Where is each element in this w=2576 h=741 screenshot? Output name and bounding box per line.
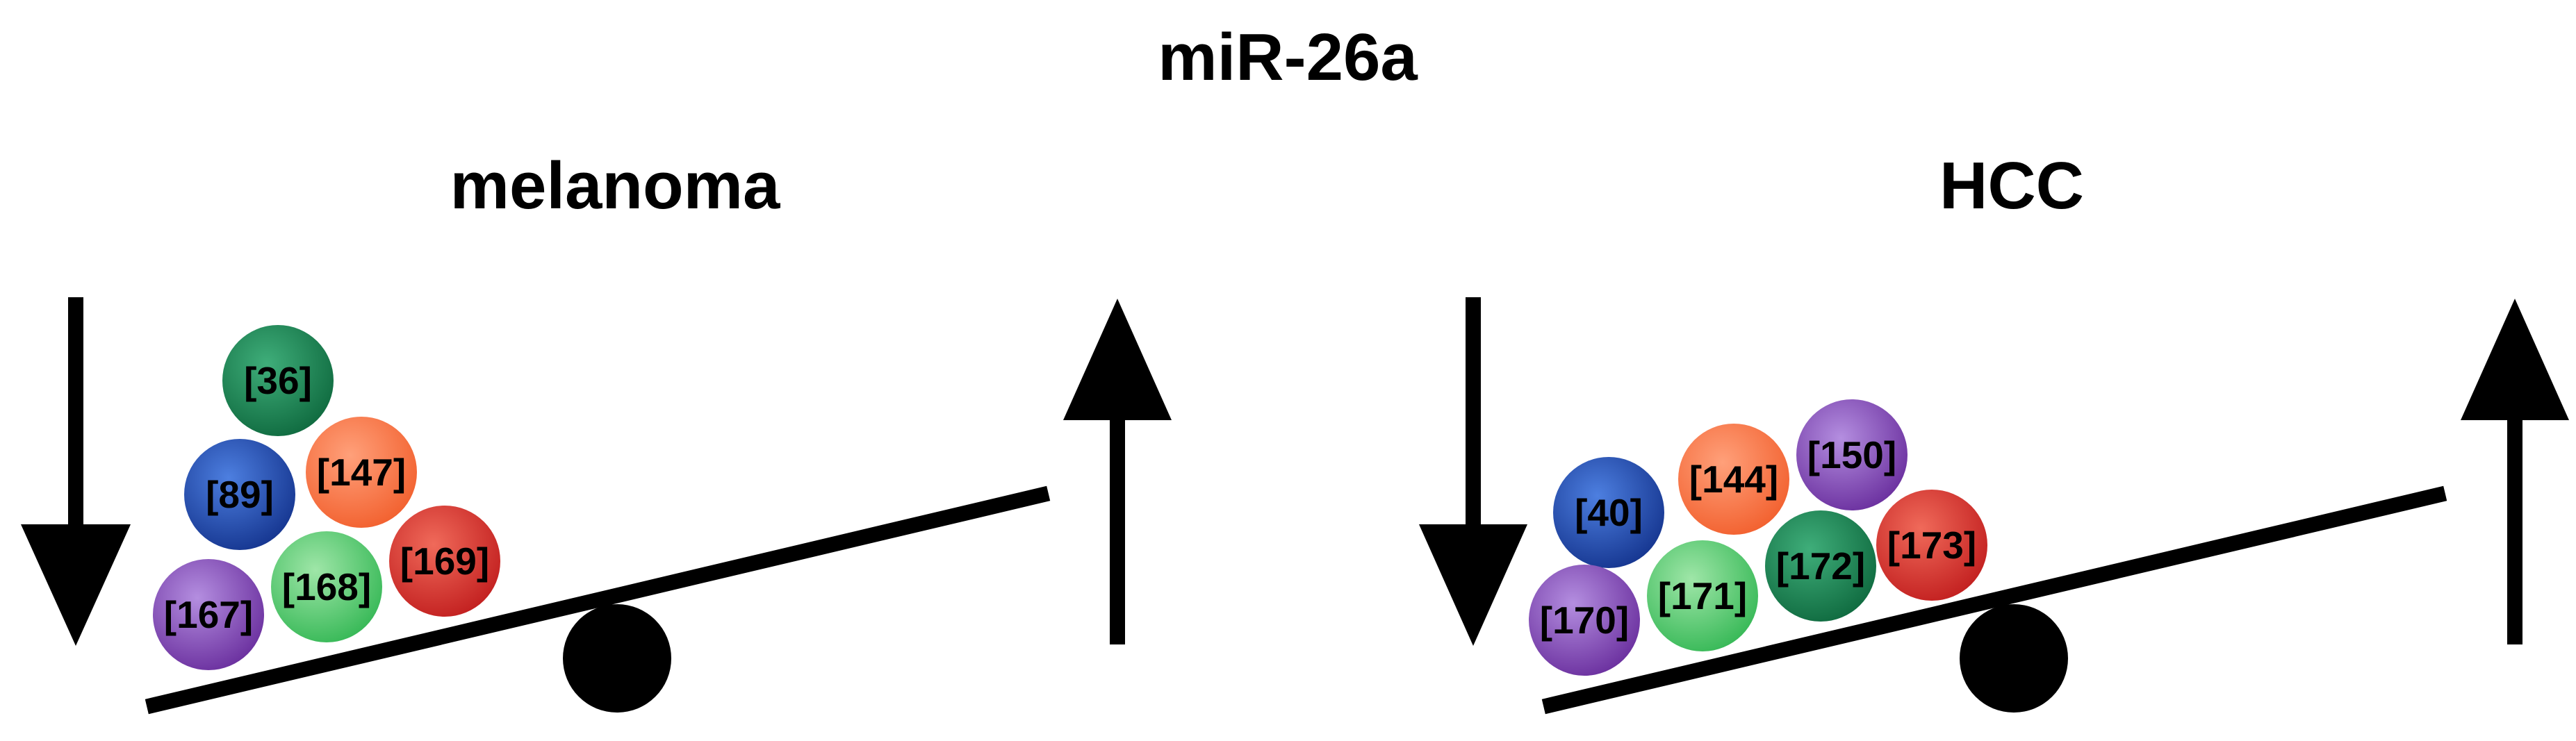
ball-circle	[1553, 457, 1664, 568]
reference-ball: [168]	[271, 531, 382, 642]
ball-label: [36]	[244, 359, 312, 402]
fulcrum	[563, 604, 671, 713]
ball-label: [40]	[1575, 491, 1643, 534]
down-arrow-icon	[1419, 297, 1527, 646]
ball-circle	[1647, 540, 1758, 651]
ball-label: [171]	[1658, 574, 1747, 617]
down-arrow-icon	[21, 297, 131, 646]
ball-circle	[389, 506, 500, 617]
ball-label: [147]	[317, 451, 406, 494]
ball-circle	[1765, 510, 1876, 622]
panel-title-hcc: HCC	[1939, 149, 2084, 223]
ball-label: [170]	[1540, 599, 1629, 642]
reference-ball: [173]	[1876, 490, 1987, 601]
ball-circle	[271, 531, 382, 642]
panel-hcc: HCC [40] [144] [150] [170] [171] [172] [173]	[1419, 149, 2569, 715]
ball-circle	[306, 417, 417, 528]
ball-label: [172]	[1776, 544, 1865, 588]
ball-circle	[1796, 399, 1908, 510]
reference-ball: [167]	[153, 559, 264, 670]
ball-label: [168]	[282, 565, 371, 608]
ball-circle	[1876, 490, 1987, 601]
ball-group-hcc: [40] [144] [150] [170] [171] [172] [173]	[1529, 399, 1987, 676]
ball-circle	[184, 439, 295, 550]
reference-ball: [40]	[1553, 457, 1664, 568]
reference-ball: [36]	[222, 325, 334, 436]
figure-title: miR-26a	[1158, 20, 1418, 94]
reference-ball: [171]	[1647, 540, 1758, 651]
fulcrum	[1960, 604, 2068, 713]
ball-label: [89]	[206, 473, 274, 516]
reference-ball: [147]	[306, 417, 417, 528]
reference-ball: [172]	[1765, 510, 1876, 622]
ball-label: [144]	[1689, 458, 1778, 501]
ball-circle	[1529, 565, 1640, 676]
ball-circle	[153, 559, 264, 670]
panel-title-melanoma: melanoma	[450, 149, 780, 223]
ball-label: [173]	[1887, 524, 1976, 567]
reference-ball: [170]	[1529, 565, 1640, 676]
up-arrow-icon	[1063, 299, 1172, 644]
reference-ball: [150]	[1796, 399, 1908, 510]
ball-label: [150]	[1807, 433, 1896, 476]
balance-beam	[1541, 485, 2447, 715]
panel-melanoma: melanoma [36] [89] [147] [167] [168] [169]	[21, 149, 1172, 715]
balance-beam	[145, 485, 1051, 715]
reference-ball: [144]	[1678, 424, 1789, 535]
ball-circle	[1678, 424, 1789, 535]
up-arrow-icon	[2461, 299, 2569, 644]
ball-label: [167]	[164, 593, 253, 636]
ball-group-melanoma: [36] [89] [147] [167] [168] [169]	[153, 325, 500, 670]
reference-ball: [169]	[389, 506, 500, 617]
ball-circle	[222, 325, 334, 436]
reference-ball: [89]	[184, 439, 295, 550]
ball-label: [169]	[400, 540, 489, 583]
